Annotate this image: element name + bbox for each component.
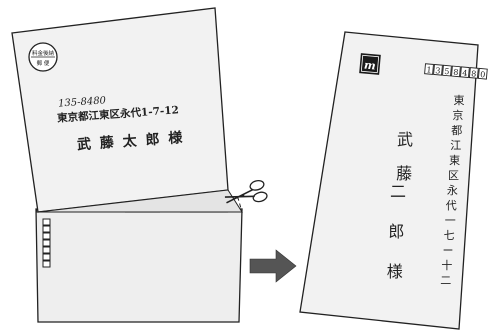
- address-char: 永: [447, 183, 458, 197]
- address-char: 二: [440, 274, 451, 287]
- postal-code-text: 135-8480: [58, 95, 107, 109]
- name-char: 二: [390, 182, 406, 201]
- postal-digit: 4: [462, 68, 468, 77]
- postage-paid-stamp: 料金後納 郵 便: [28, 42, 58, 72]
- postal-digit: 8: [471, 69, 477, 78]
- address-char: 区: [448, 169, 459, 182]
- address-char: 一: [445, 214, 456, 227]
- address-char: 十: [441, 258, 452, 272]
- name-column-1: 武藤: [396, 130, 413, 183]
- postal-digit: 5: [444, 67, 450, 76]
- postal-box: [424, 63, 434, 75]
- logo-badge: m: [359, 53, 381, 75]
- postal-box: [442, 64, 452, 77]
- arrow-right-icon: [249, 249, 297, 283]
- postal-digit: 0: [480, 70, 486, 79]
- left-envelope: 料金後納 郵 便 135-8480 東京都江東区永代1-7-12 武 藤 太 郎…: [11, 7, 243, 323]
- address-char: 東: [454, 94, 465, 107]
- postal-box: [459, 66, 470, 78]
- postal-box: [433, 64, 443, 76]
- stamp-line2: 郵 便: [37, 59, 50, 67]
- address-char: ー: [443, 244, 454, 257]
- address-char: 代: [446, 199, 457, 212]
- postal-box: [451, 65, 461, 78]
- address-char: 京: [452, 108, 463, 122]
- name-char: 藤: [396, 164, 412, 183]
- address-char: 江: [450, 139, 461, 152]
- postal-box: [477, 67, 488, 80]
- name-column-2: 二郎様: [387, 182, 406, 281]
- postal-code-boxes-vertical: [42, 218, 51, 268]
- address-char: 東: [449, 154, 460, 167]
- name-char: 様: [387, 262, 403, 281]
- postal-box: [468, 67, 479, 79]
- address-char: 七: [444, 229, 455, 242]
- name-char: 郎: [388, 222, 404, 241]
- postal-digit: 8: [453, 68, 459, 77]
- name-char: 武: [397, 130, 413, 149]
- envelope-flap: [36, 189, 243, 213]
- scissors-icon: [224, 179, 268, 204]
- logo-text: m: [364, 59, 377, 73]
- postcard-body: [299, 31, 479, 330]
- envelope-body: [35, 208, 243, 323]
- postal-digit: 1: [426, 65, 432, 74]
- address-char: 都: [451, 124, 462, 137]
- postal-digit: 3: [435, 66, 441, 75]
- stamp-line1: 料金後納: [32, 49, 55, 57]
